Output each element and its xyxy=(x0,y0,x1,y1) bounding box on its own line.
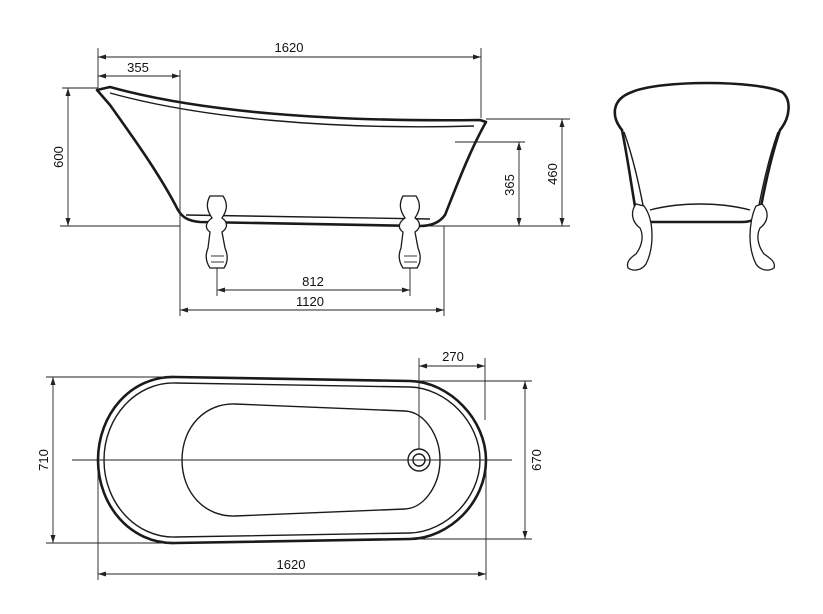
side-right-foot xyxy=(398,195,421,269)
end-right-foot xyxy=(749,203,776,271)
dim-side-height-label: 600 xyxy=(51,146,66,168)
dim-side-feet-outer-label: 1120 xyxy=(296,294,324,309)
dim-side-rim-height: 460 xyxy=(430,118,570,227)
dim-side-depth: 365 xyxy=(455,141,525,226)
dim-plan-width-inner-label: 670 xyxy=(529,449,544,471)
dim-side-headrest-label: 355 xyxy=(127,60,149,75)
end-tub-base xyxy=(649,203,751,211)
dim-plan-length: 1620 xyxy=(97,462,487,580)
dim-plan-drain-label: 270 xyxy=(442,349,464,364)
side-view: 1620 355 600 460 xyxy=(51,40,570,316)
side-tub-outline xyxy=(95,85,488,228)
dim-plan-length-label: 1620 xyxy=(277,557,306,572)
dim-side-feet-inner-label: 812 xyxy=(302,274,324,289)
dim-plan-drain: 270 xyxy=(418,349,486,449)
dim-side-length-label: 1620 xyxy=(275,40,304,55)
plan-inner-rim xyxy=(103,382,481,538)
dim-side-depth-label: 365 xyxy=(502,174,517,196)
dim-plan-width-outer: 710 xyxy=(36,376,175,544)
dim-side-headrest: 355 xyxy=(98,60,181,228)
side-tub-bottom xyxy=(185,214,431,220)
dim-side-length: 1620 xyxy=(97,40,482,118)
side-tub-rim xyxy=(109,92,475,128)
end-view xyxy=(613,81,790,271)
side-left-foot xyxy=(205,195,228,269)
plan-basin xyxy=(181,403,441,517)
dim-side-feet-outer: 1120 xyxy=(179,226,445,316)
dim-side-height: 600 xyxy=(51,87,180,227)
end-tub-inner xyxy=(623,131,779,211)
dim-plan-width-outer-label: 710 xyxy=(36,449,51,471)
end-left-foot xyxy=(626,203,653,271)
dim-plan-width-inner: 670 xyxy=(410,380,544,540)
end-tub-outline xyxy=(613,81,790,224)
dim-side-rim-height-label: 460 xyxy=(545,163,560,185)
plan-view: 270 710 670 1620 xyxy=(36,349,544,580)
dim-side-feet-inner: 812 xyxy=(216,268,411,296)
